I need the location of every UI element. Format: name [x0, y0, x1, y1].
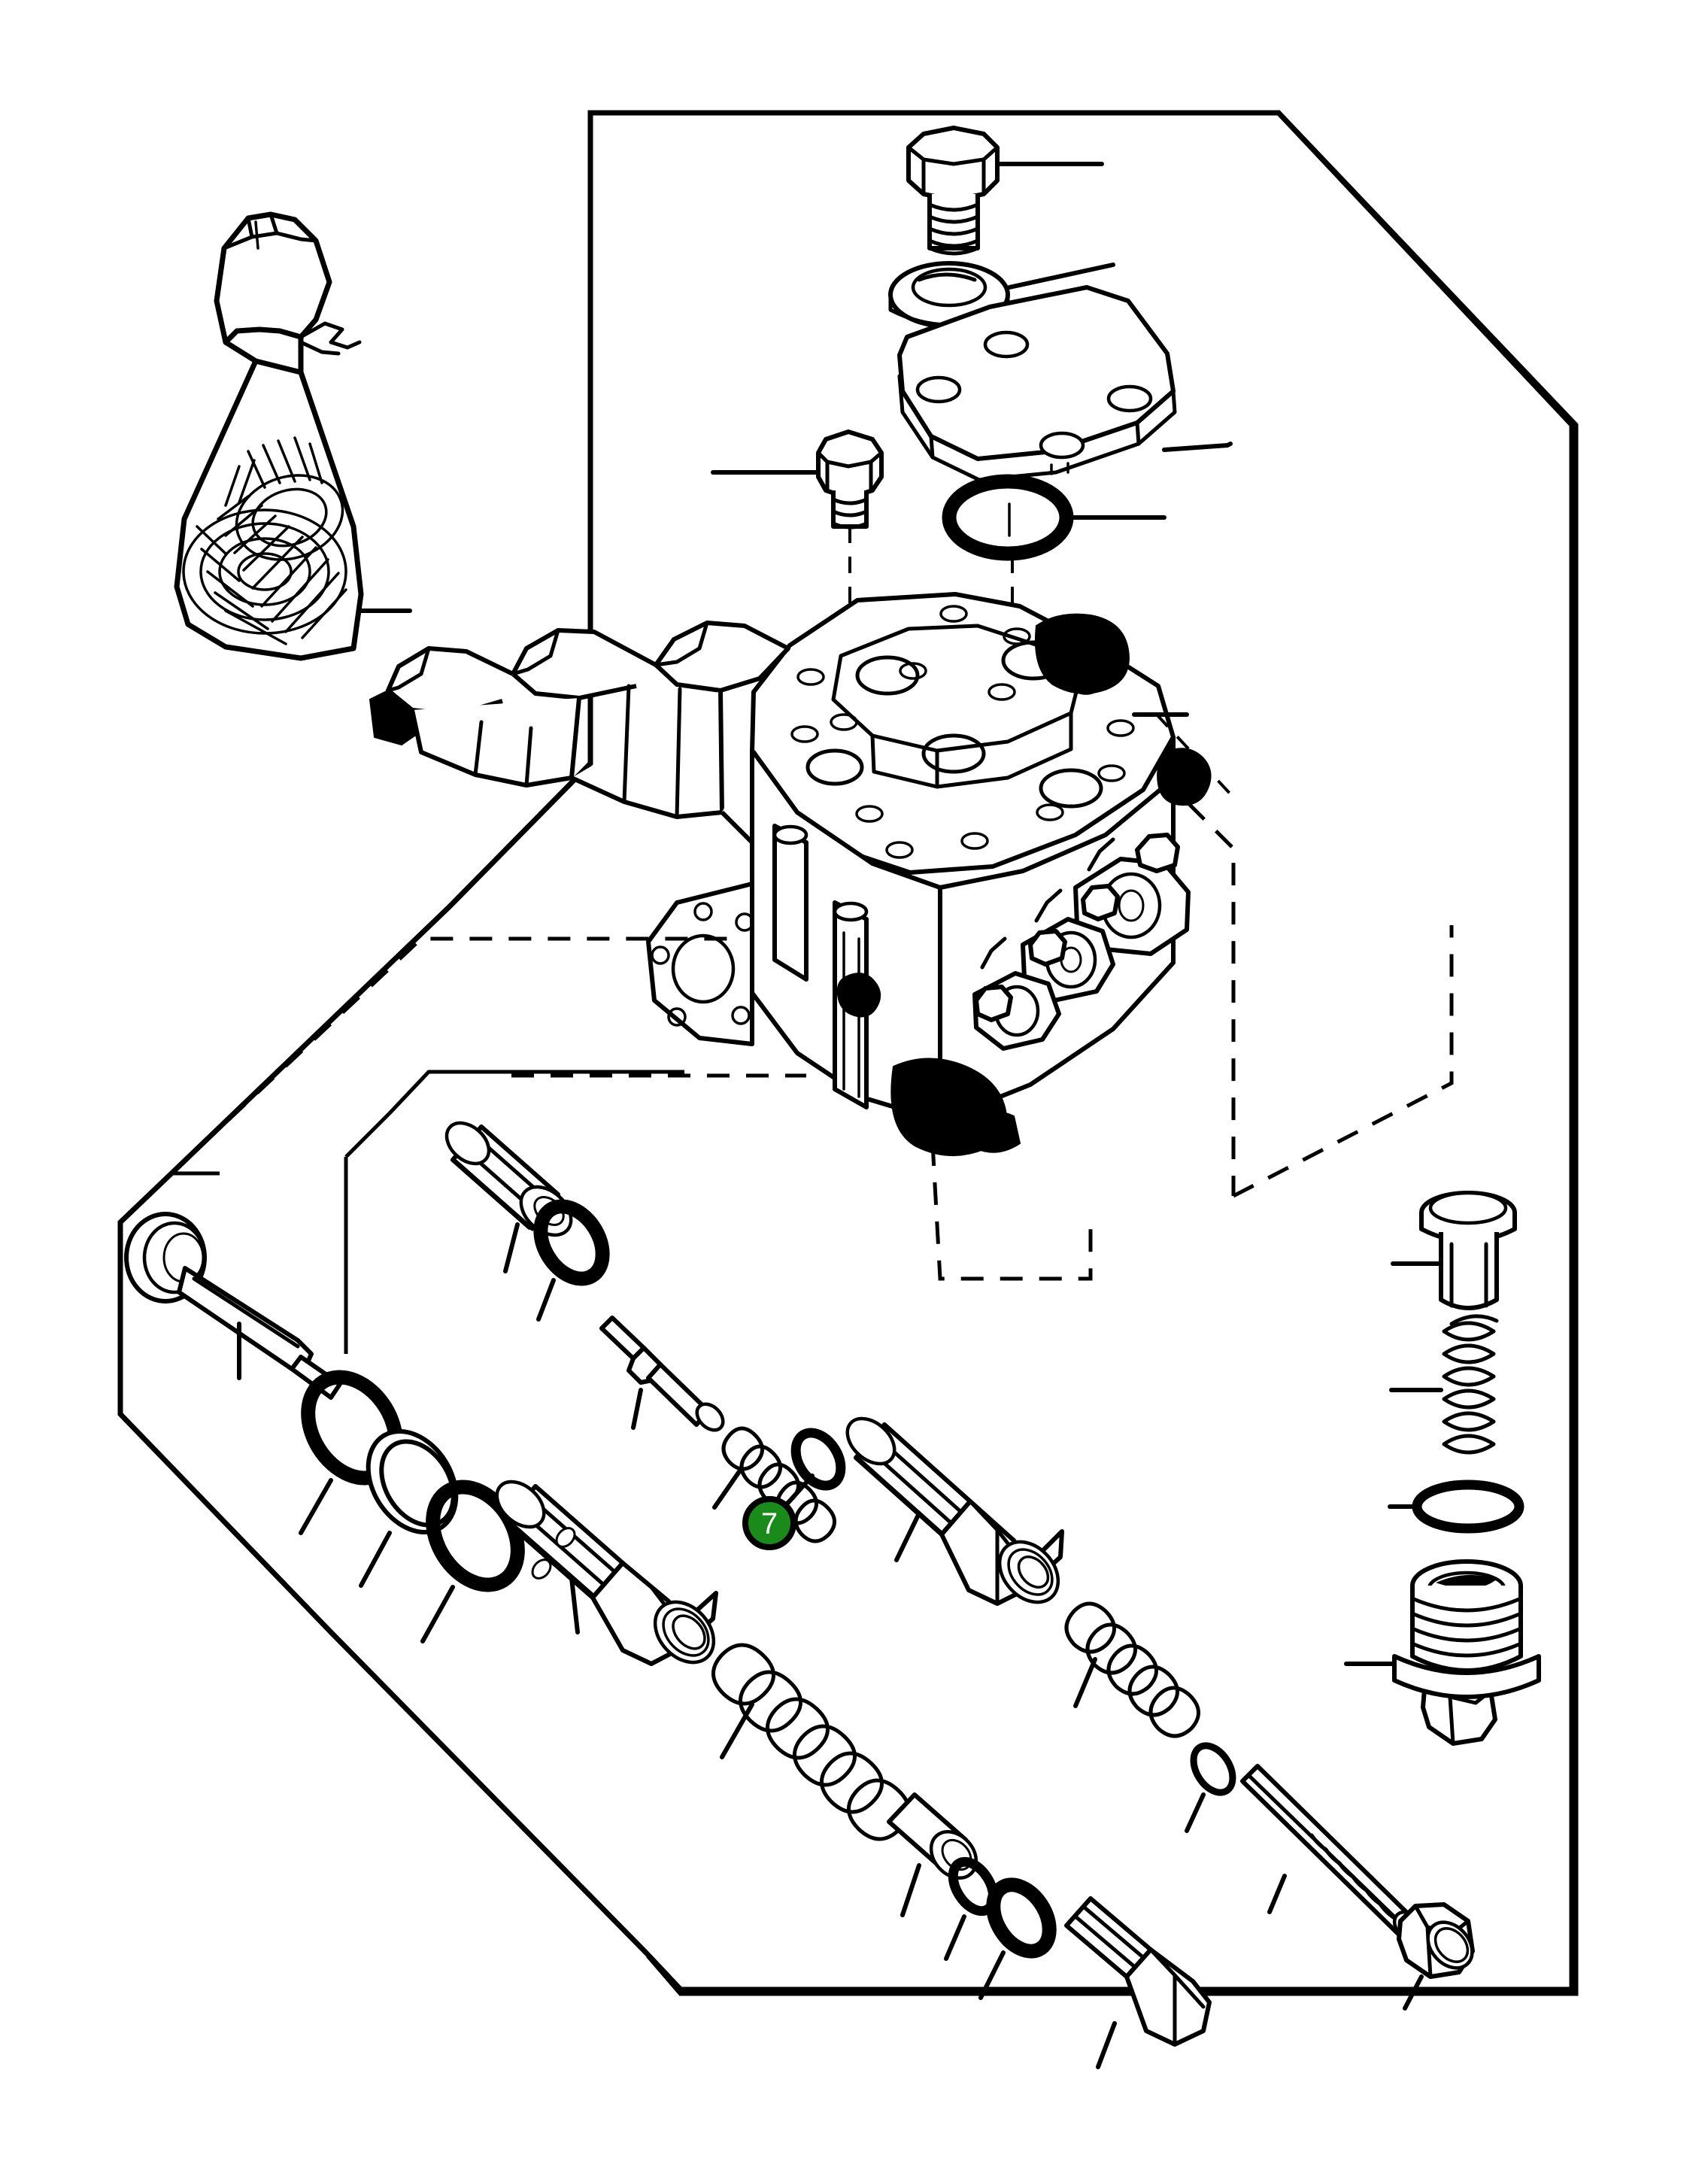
adjuster-spring — [1064, 1601, 1200, 1738]
right-cartridges — [972, 833, 1191, 1051]
inner-kit-group — [344, 1070, 806, 1354]
seal-kit-group — [118, 936, 737, 1995]
main-outline-exact — [590, 110, 1579, 1996]
main-spring — [711, 1643, 911, 1841]
o-ring-cover — [942, 474, 1166, 653]
o-ring-pilot — [533, 1199, 610, 1322]
o-ring-small — [790, 1428, 846, 1491]
relief-valve-cartridge — [495, 1480, 718, 1666]
o-ring-right — [1388, 1480, 1524, 1534]
seal-kit-bag — [174, 211, 412, 661]
cover-plate — [897, 285, 1233, 482]
dowel-pins — [772, 824, 869, 1109]
o-ring-adjuster — [1185, 1742, 1236, 1833]
callout-7-label: 7 — [761, 1507, 778, 1540]
pilot-stem — [599, 1316, 725, 1432]
relief-valve-stem — [124, 1212, 342, 1400]
callout-7-circle[interactable] — [742, 1496, 796, 1550]
backup-ring — [359, 1429, 459, 1588]
hex-head-bolt — [906, 126, 1104, 256]
threaded-plug — [1344, 1559, 1541, 1699]
secondary-cartridge — [845, 1416, 1064, 1606]
lock-nut — [1397, 1902, 1475, 2011]
spool-stack-left — [369, 621, 790, 845]
o-ring-plug — [978, 1877, 1057, 2000]
right-spring — [1389, 1314, 1499, 1455]
left-flange — [646, 882, 754, 1046]
hex-end-plug — [1064, 1896, 1212, 2069]
callout-7[interactable]: 7 — [742, 1473, 815, 1550]
plunger — [1391, 1191, 1517, 1310]
main-control-valve-body — [369, 592, 1235, 1156]
plug-bolt — [711, 429, 884, 722]
spring-spacer — [887, 1792, 978, 1917]
upper-dashed-box — [930, 802, 1454, 1281]
pilot-poppet — [444, 1121, 573, 1273]
